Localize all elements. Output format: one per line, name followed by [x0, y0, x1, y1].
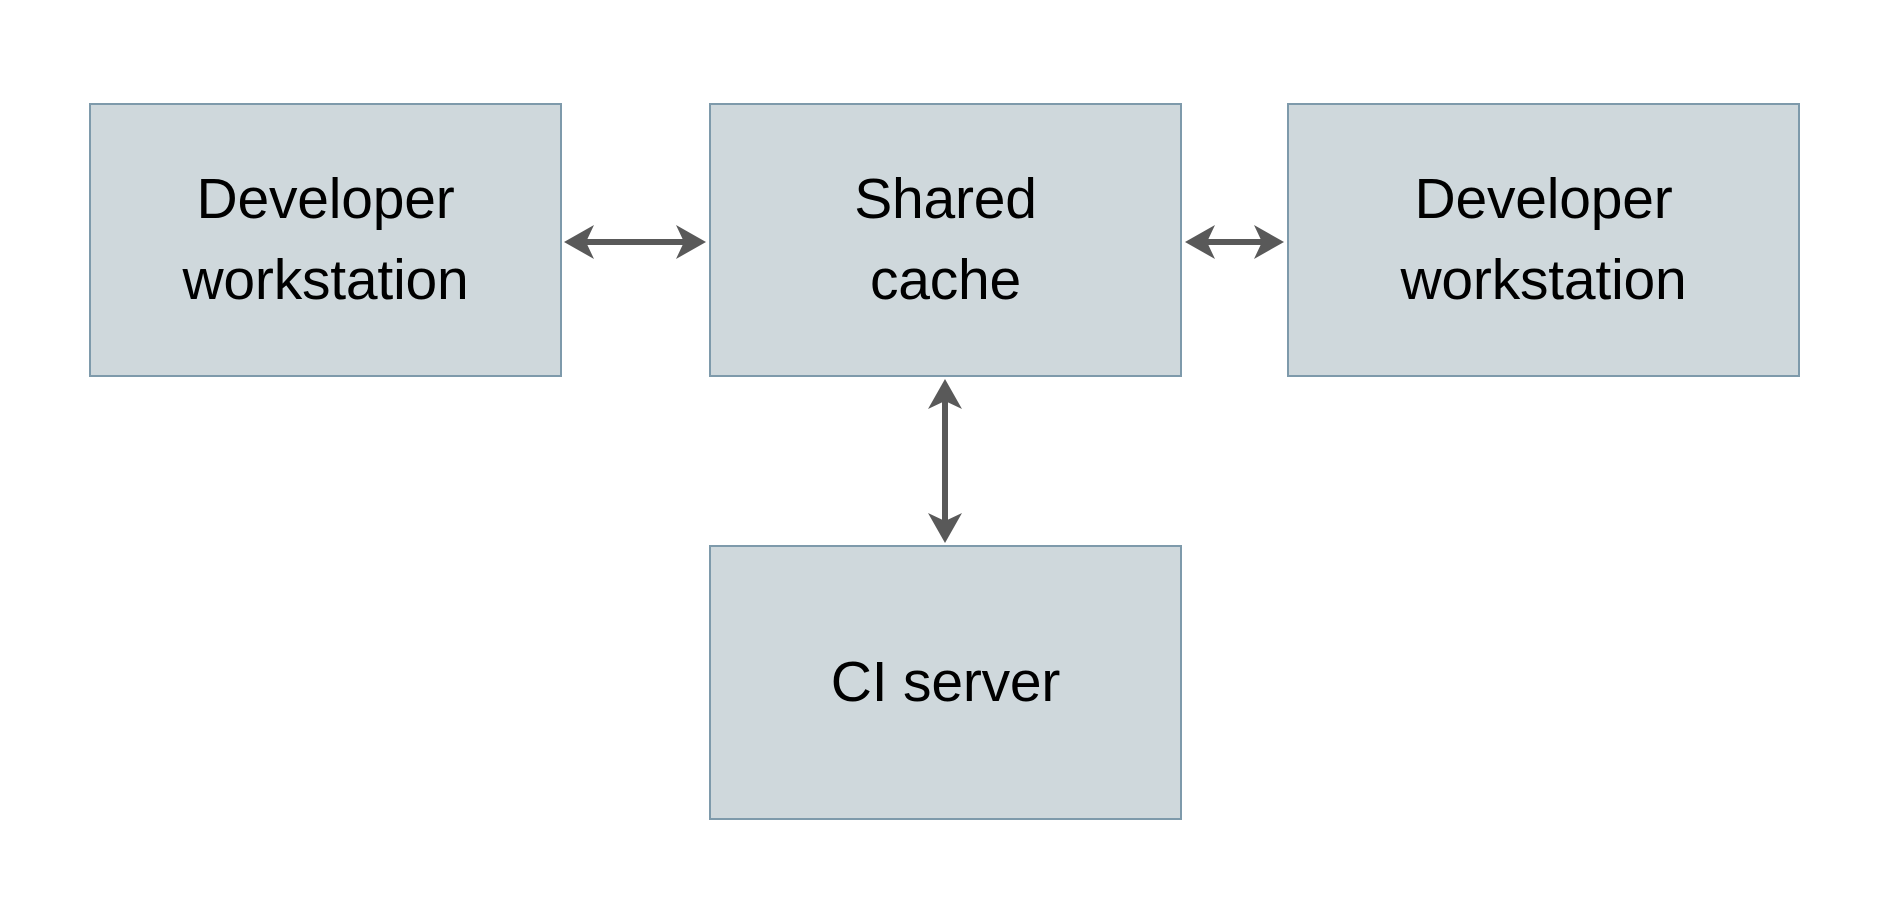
edge-cache-to-right-workstation	[1181, 225, 1292, 259]
node-label: Developer workstation	[1400, 167, 1687, 312]
node-label: CI server	[830, 650, 1061, 715]
node-developer-workstation-left[interactable]: Developer workstation	[89, 103, 562, 377]
node-developer-workstation-right[interactable]: Developer workstation	[1287, 103, 1800, 377]
edge-ci-server-to-cache	[928, 375, 962, 551]
node-label: Shared cache	[854, 167, 1037, 312]
node-ci-server[interactable]: CI server	[709, 545, 1182, 820]
node-shared-cache[interactable]: Shared cache	[709, 103, 1182, 377]
edge-left-workstation-to-cache	[560, 225, 714, 259]
node-label: Developer workstation	[182, 167, 469, 312]
